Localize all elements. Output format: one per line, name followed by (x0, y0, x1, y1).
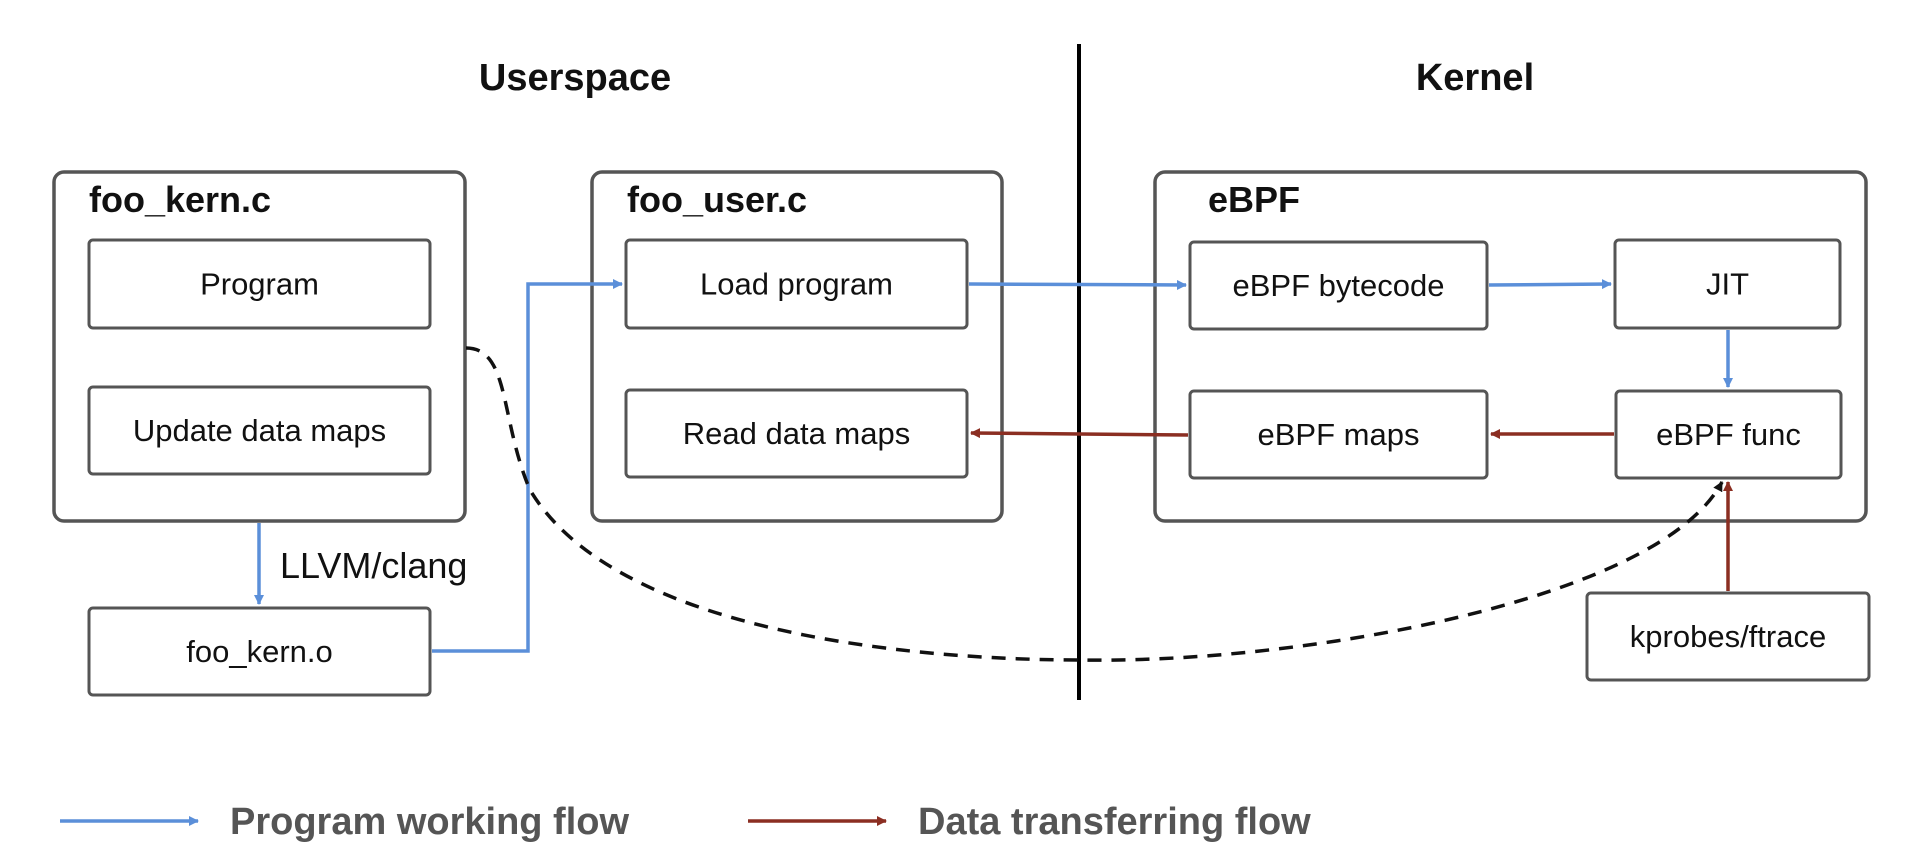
arrow-foo-kern-o-to-load-program (432, 279, 623, 653)
container-title-ebpf: eBPF (1208, 179, 1300, 220)
box-load-program (624, 238, 969, 330)
box-kprobes-ftrace (1585, 591, 1871, 682)
box-foo-kern-o (87, 606, 432, 697)
box-label-ebpf-bytecode: eBPF bytecode (1233, 268, 1445, 303)
box-label-foo-kern-o: foo_kern.o (186, 634, 333, 669)
box-read-data-maps (624, 388, 969, 479)
box-update-data-maps (87, 385, 432, 476)
section-title-kernel: Kernel (1416, 57, 1534, 99)
box-label-read-data-maps: Read data maps (683, 416, 910, 451)
arrow-ebpf-maps-to-read-data-maps (970, 428, 1189, 439)
box-program (87, 238, 432, 330)
section-title-userspace: Userspace (479, 57, 671, 99)
arrow-load-program-to-ebpf-bytecode (968, 279, 1187, 290)
edge-label-llvm-clang: LLVM/clang (280, 545, 467, 586)
arrow-ebpf-bytecode-to-jit (1488, 279, 1612, 290)
container-title-foo-user-c: foo_user.c (627, 179, 807, 220)
box-label-jit: JIT (1706, 267, 1749, 302)
legend-label-data-flow: Data transferring flow (918, 801, 1311, 843)
box-jit (1613, 238, 1842, 330)
box-ebpf-maps (1188, 389, 1489, 480)
box-ebpf-func (1614, 389, 1843, 480)
box-label-load-program: Load program (700, 267, 893, 302)
box-label-ebpf-maps: eBPF maps (1258, 417, 1420, 452)
dashed-arrow-program-to-ebpf-func (465, 346, 1724, 662)
legend-label-program-flow: Program working flow (230, 801, 629, 843)
container-title-foo-kern-c: foo_kern.c (89, 179, 271, 220)
box-label-kprobes-ftrace: kprobes/ftrace (1630, 619, 1826, 654)
box-ebpf-bytecode (1188, 240, 1489, 331)
box-label-program: Program (200, 267, 319, 302)
box-label-ebpf-func: eBPF func (1656, 417, 1801, 452)
box-label-update-data-maps: Update data maps (133, 413, 386, 448)
